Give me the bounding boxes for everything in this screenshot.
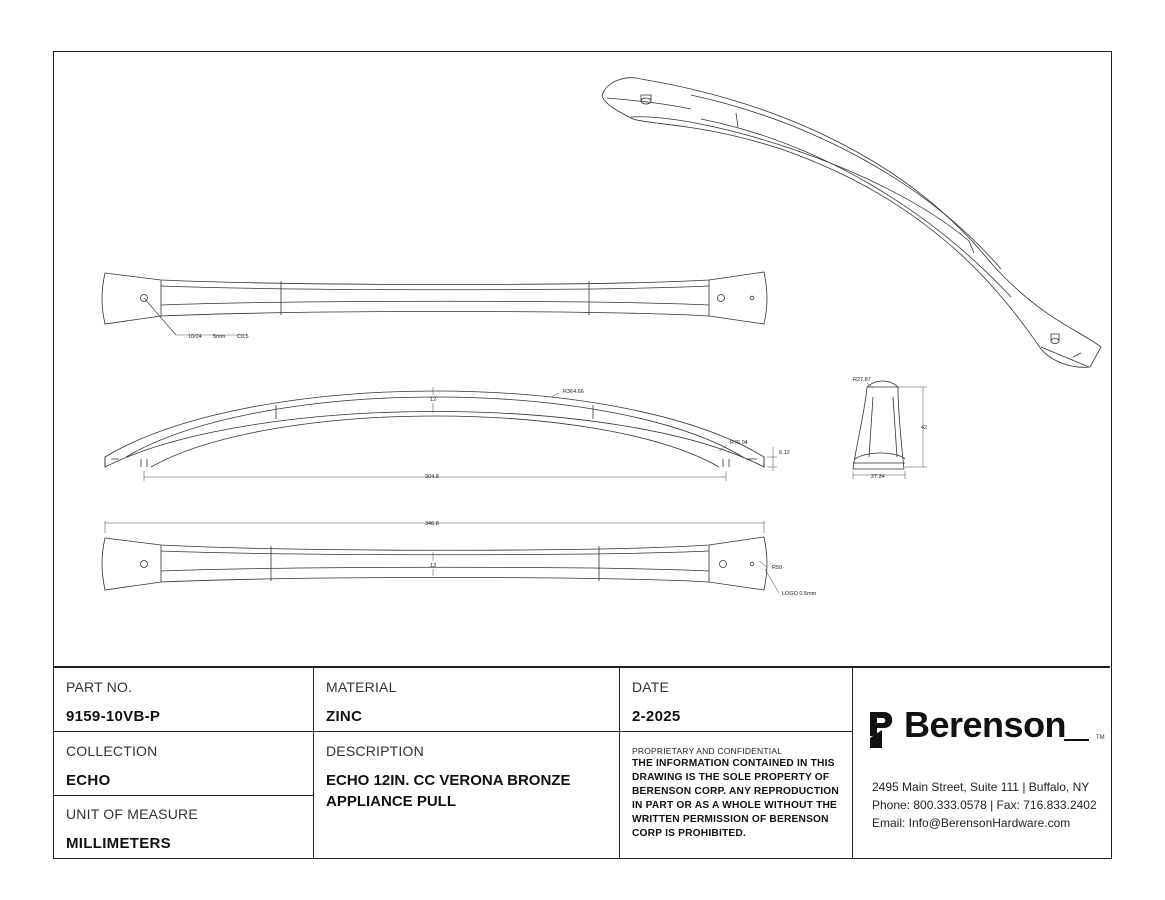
grip-width-label: 13 <box>430 563 436 569</box>
side-view <box>104 390 765 468</box>
bottom-view <box>101 536 768 591</box>
company-address: 2495 Main Street, Suite 111 | Buffalo, N… <box>872 780 1090 794</box>
part-no-label: PART NO. <box>66 679 133 695</box>
material-label: MATERIAL <box>326 679 397 695</box>
title-block-row-2 <box>54 795 313 797</box>
radius-large-label: R364.66 <box>563 389 584 395</box>
material-value: ZINC <box>326 708 363 725</box>
end-width-label: 27.34 <box>871 474 885 480</box>
depth-note: 5mm <box>213 334 226 340</box>
proprietary-text: THE INFORMATION CONTAINED IN THIS DRAWIN… <box>632 758 839 839</box>
height-small-label: 12 <box>430 397 436 403</box>
logo-note: LOGO 0.5mm <box>782 591 817 597</box>
end-radius-label: R27.87 <box>853 377 871 383</box>
uom-label: UNIT OF MEASURE <box>66 806 198 822</box>
date-value: 2-2025 <box>632 708 681 725</box>
drawing-sheet: 10/24 5mm C0.5 R364.66 12 R76.04 6.12 30… <box>53 51 1112 859</box>
company-name: Berenson <box>904 704 1067 745</box>
title-block-divider-3 <box>852 666 854 858</box>
title-block-row-1 <box>54 731 852 733</box>
top-view <box>101 271 768 336</box>
title-block-top-border <box>54 666 1110 668</box>
brand-underline <box>1064 739 1089 741</box>
isometric-view <box>601 77 1102 368</box>
end-height-label: 42 <box>921 425 927 431</box>
end-view <box>852 380 906 470</box>
description-label: DESCRIPTION <box>326 743 424 759</box>
berenson-logo-icon <box>870 712 893 748</box>
title-block-divider-1 <box>313 666 315 858</box>
company-email: Email: Info@BerensonHardware.com <box>872 816 1071 830</box>
company-phone: Phone: 800.333.0578 | Fax: 716.833.2402 <box>872 798 1097 812</box>
trademark: TM <box>1096 735 1105 741</box>
overall-length-label: 346.8 <box>425 521 439 527</box>
proprietary-heading: PROPRIETARY AND CONFIDENTIAL <box>632 746 783 756</box>
collection-value: ECHO <box>66 772 111 789</box>
center-to-center-label: 304.8 <box>425 474 439 480</box>
uom-value: MILLIMETERS <box>66 835 171 852</box>
end-offset-label: 6.12 <box>779 450 790 456</box>
radius-logo-label: R50 <box>772 565 782 571</box>
title-block-divider-2 <box>619 666 621 858</box>
radius-end-label: R76.04 <box>730 440 748 446</box>
collection-label: COLLECTION <box>66 743 158 759</box>
part-no-value: 9159-10VB-P <box>66 708 161 725</box>
technical-drawing: 10/24 5mm C0.5 R364.66 12 R76.04 6.12 30… <box>101 77 1102 597</box>
description-value: ECHO 12IN. CC VERONA BRONZE APPLIANCE PU… <box>326 772 571 810</box>
thread-note: 10/24 <box>188 334 202 340</box>
chamfer-note: C0.5 <box>237 334 249 340</box>
date-label: DATE <box>632 679 670 695</box>
